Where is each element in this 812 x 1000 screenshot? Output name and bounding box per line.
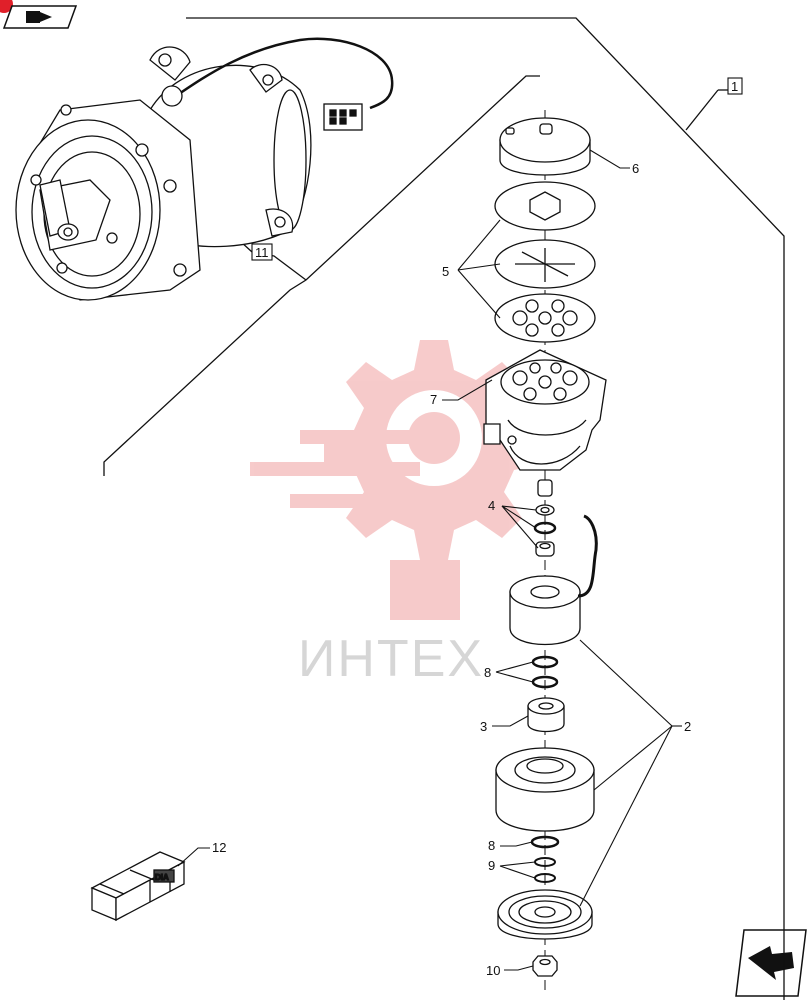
callout-9: 9 — [488, 858, 495, 873]
next-page-arrow-icon[interactable] — [735, 929, 807, 997]
callout-6: 6 — [632, 161, 639, 176]
callout-11: 11 — [255, 245, 269, 260]
part-7-compressor-housing[interactable] — [483, 349, 607, 471]
part-2-clutch-coil[interactable] — [509, 514, 598, 646]
watermark-text: ИНТЕХ — [298, 630, 484, 688]
callout-11-box — [251, 243, 273, 261]
part-12-kit-crate[interactable]: DIA — [90, 851, 186, 922]
part-3-bearing[interactable] — [527, 697, 565, 733]
part-2-armature-plate[interactable] — [497, 889, 593, 940]
callout-10: 10 — [486, 963, 500, 978]
callout-1-box — [727, 77, 743, 95]
callout-8-upper: 8 — [484, 665, 491, 680]
callout-8-lower: 8 — [488, 838, 495, 853]
part-2-pulley[interactable] — [495, 747, 595, 832]
part-10-nut[interactable] — [532, 955, 558, 977]
callout-5: 5 — [442, 264, 449, 279]
callout-2: 2 — [684, 719, 691, 734]
callout-12: 12 — [212, 840, 226, 855]
callout-3: 3 — [480, 719, 487, 734]
compressor-assembly — [15, 37, 394, 301]
kit-crate-label: DIA — [155, 873, 169, 882]
callout-leaders — [177, 149, 682, 971]
callout-1: 1 — [731, 79, 738, 94]
part-6-end-cap[interactable] — [499, 117, 591, 176]
callout-7: 7 — [430, 392, 437, 407]
folder-arrow-icon[interactable] — [0, 0, 78, 29]
callout-4: 4 — [488, 498, 495, 513]
part-5-valve-plates[interactable] — [494, 181, 596, 343]
